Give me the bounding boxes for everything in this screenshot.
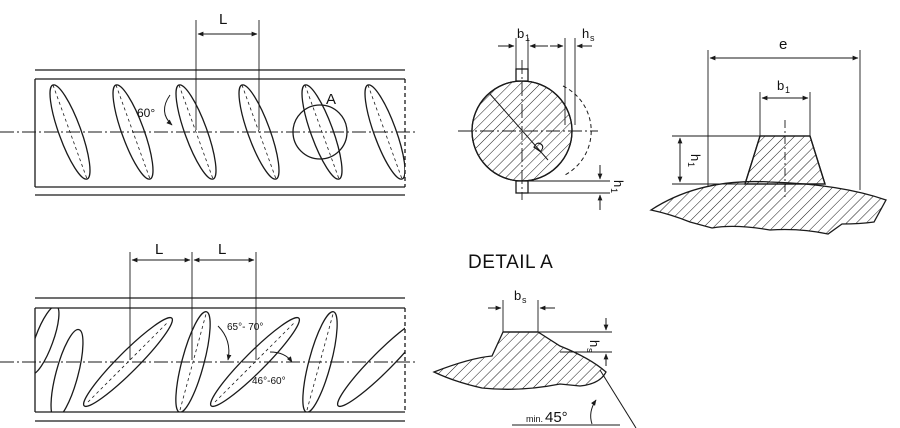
- h1-label: h 1: [609, 180, 626, 193]
- detail-a-profile: [432, 300, 637, 428]
- svg-text:b: b: [777, 78, 784, 93]
- svg-text:1: 1: [525, 33, 530, 43]
- min-45-label: min. 45°: [526, 409, 568, 426]
- top-rib: [112, 84, 154, 180]
- top-angle-arc: [164, 94, 173, 126]
- bottom-angle-arc-lower: [269, 351, 293, 363]
- svg-text:b: b: [514, 288, 521, 303]
- svg-text:h: h: [611, 180, 626, 187]
- rib-profile-base: [649, 180, 887, 235]
- bottom-L-label-2: L: [218, 241, 226, 258]
- svg-text:h: h: [582, 26, 589, 41]
- bottom-angle-arc-upper: [217, 325, 232, 361]
- svg-text:min.: min.: [526, 414, 543, 424]
- bottom-angle-label-upper: 65°- 70°: [227, 322, 263, 333]
- top-rib: [301, 84, 343, 180]
- top-rib: [175, 84, 217, 180]
- top-rib: [364, 84, 405, 180]
- detail-a-circle: [292, 104, 348, 160]
- rib-b1-label: b 1: [777, 78, 790, 95]
- svg-text:s: s: [585, 348, 595, 353]
- detail-a-marker: A: [326, 91, 336, 108]
- detail-hs-label: h s: [585, 340, 602, 353]
- min-angle-leg: [599, 369, 637, 428]
- hs-label: h s: [582, 26, 595, 43]
- cross-section: [458, 38, 610, 210]
- rib-profile-rib-outline: [744, 135, 826, 185]
- e-label: e: [779, 36, 787, 53]
- rib-profile: [649, 50, 887, 235]
- top-angle-label: 60°: [137, 106, 155, 120]
- svg-text:1: 1: [609, 188, 619, 193]
- svg-text:45°: 45°: [545, 409, 568, 426]
- top-bar-view: [0, 20, 415, 196]
- svg-text:1: 1: [686, 162, 696, 167]
- svg-text:b: b: [517, 26, 524, 41]
- b1-label: b 1: [517, 26, 530, 43]
- svg-text:h: h: [688, 154, 703, 161]
- svg-text:s: s: [590, 33, 595, 43]
- svg-text:1: 1: [785, 85, 790, 95]
- bottom-angle-label-lower: 46°-60°: [252, 376, 286, 387]
- top-rib: [238, 84, 280, 180]
- top-rib: [49, 84, 91, 180]
- bottom-bar-ribs: [35, 308, 405, 412]
- svg-text:s: s: [522, 295, 527, 305]
- svg-text:h: h: [587, 340, 602, 347]
- detail-a-body: [432, 331, 607, 390]
- bottom-L-label-1: L: [155, 241, 163, 258]
- diameter-line: [489, 93, 549, 161]
- bs-label: b s: [514, 288, 527, 305]
- top-L-label: L: [219, 11, 227, 28]
- top-bar-ribs: [49, 84, 405, 180]
- bottom-bar-view: [0, 252, 415, 422]
- rib-h1-label: h 1: [686, 154, 703, 167]
- min-angle-arc: [590, 399, 597, 425]
- detail-a-title: DETAIL A: [468, 252, 553, 273]
